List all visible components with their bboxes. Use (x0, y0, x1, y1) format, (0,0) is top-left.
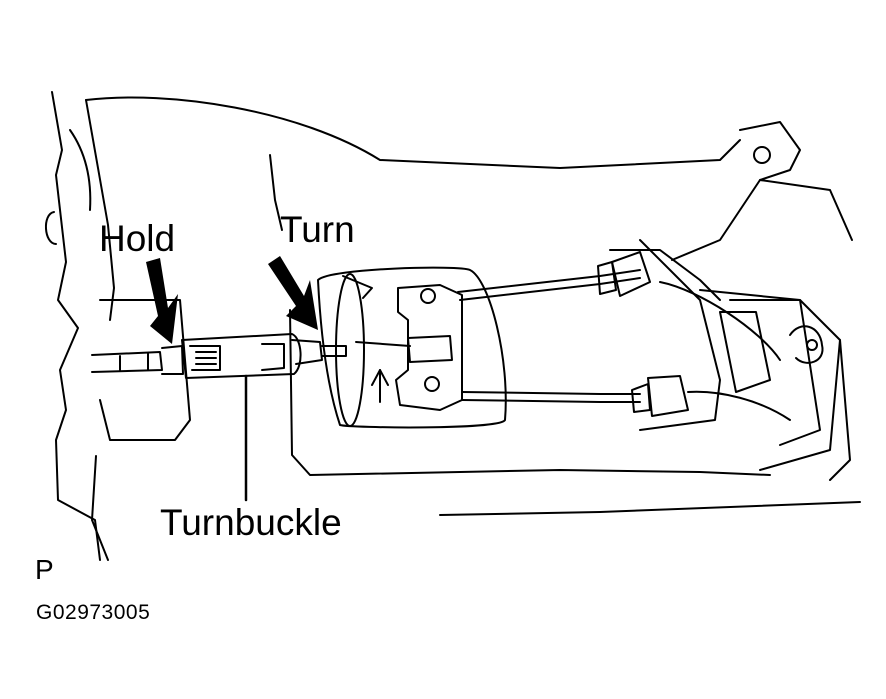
turn-label: Turn (280, 209, 355, 250)
floor-panel (85, 96, 861, 516)
turnbuckle-label: Turnbuckle (160, 502, 342, 543)
turnbuckle-body (181, 333, 347, 379)
hold-arrow (146, 258, 178, 344)
hold-label: Hold (99, 218, 176, 259)
equalizer-housing (317, 266, 507, 429)
cable-shaft (91, 345, 184, 375)
rear-cables (457, 251, 791, 421)
rear-bracket (609, 121, 851, 481)
turn-arrow (268, 256, 318, 330)
rotation-arrow (335, 273, 389, 427)
view-letter: P (35, 554, 54, 585)
figure-code: G02973005 (36, 601, 151, 624)
